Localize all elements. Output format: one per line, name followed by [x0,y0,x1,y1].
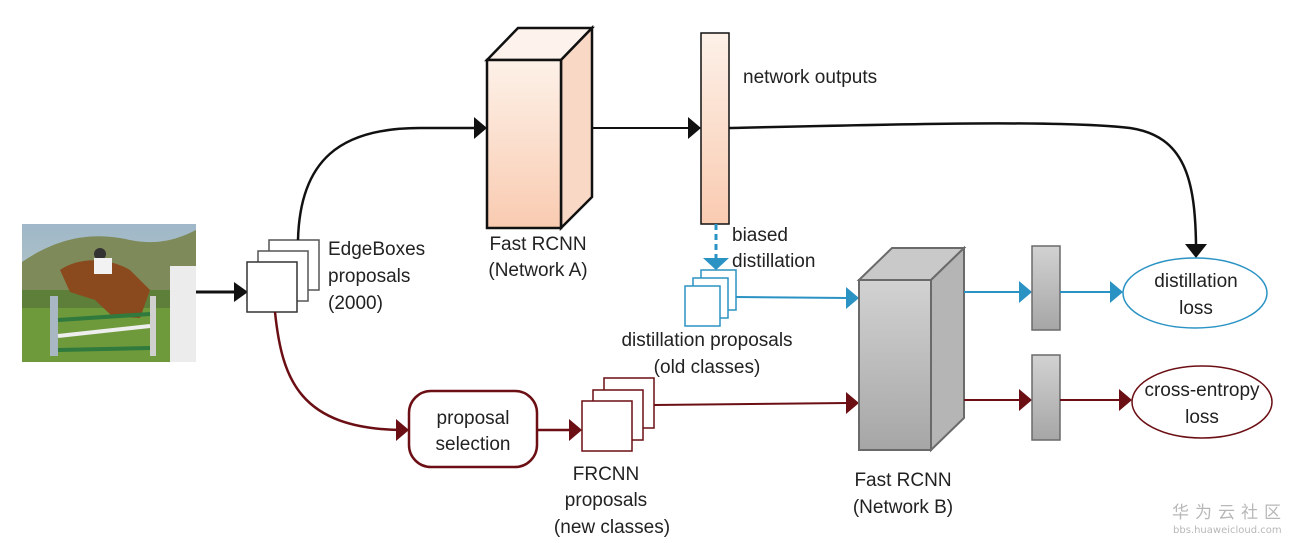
arrowhead-icon [396,419,409,441]
arrowhead-icon [1185,244,1207,258]
proposal-selection-label-line1: proposal [437,408,510,429]
frcnn-proposals-label-line2: proposals [565,490,647,511]
arrowhead-icon [474,117,487,139]
watermark-url: bbs.huaweicloud.com [1173,525,1282,536]
path-distillation-proposals-to-network-b [735,296,849,299]
cross-entropy-loss-label-line2: loss [1185,407,1219,428]
network-a-label-line1: Fast RCNN [489,234,586,255]
biased-distillation-label-line2: distillation [732,251,815,272]
arrowhead-icon [703,258,729,270]
network-b-distill-output-bar [1031,245,1061,331]
network-b-block [856,245,967,453]
distillation-proposals-label-line1: distillation proposals [621,330,792,351]
arrowhead-icon [688,117,701,139]
biased-distillation-label-line1: biased [732,225,788,246]
edgeboxes-label-line2: proposals [328,266,410,287]
arrowhead-icon [569,419,582,441]
cross-entropy-loss-label-line1: cross-entropy [1144,380,1260,401]
edgeboxes-label-line3: (2000) [328,293,383,314]
proposal-selection-label-line2: selection [436,434,511,455]
distillation-proposals-stack [684,269,737,327]
network-b-label-line1: Fast RCNN [854,470,951,491]
path-outputs-to-distillation-loss [728,122,1198,245]
frcnn-proposals-label-line3: (new classes) [554,517,670,538]
path-edgeboxes-to-network-a [296,126,476,241]
network-b-class-output-bar [1031,354,1061,441]
frcnn-proposals-stack [581,377,655,452]
arrowhead-icon [1019,389,1032,411]
arrowhead-icon [846,287,859,309]
network-a-label-line2: (Network A) [488,260,587,281]
arrowhead-icon [1110,281,1123,303]
network-a-block [484,24,595,232]
network-outputs-label: network outputs [743,67,877,88]
distillation-proposals-label-line2: (old classes) [654,357,761,378]
proposal-selection-box [407,389,539,469]
edgeboxes-label-line1: EdgeBoxes [328,239,425,260]
arrowhead-icon [234,282,248,302]
path-frcnn-proposals-to-network-b [653,402,849,406]
distillation-loss-node [1122,257,1268,329]
input-image [22,224,196,362]
network-b-label-line2: (Network B) [853,497,953,518]
path-edgeboxes-to-proposal-selection [273,311,401,432]
distillation-loss-label-line1: distillation [1154,271,1237,292]
watermark-title: 华为云社区 [1172,503,1287,523]
network-a-outputs-bar [700,32,730,225]
edgeboxes-proposals-stack [246,239,320,313]
arrowhead-icon [1019,281,1032,303]
frcnn-proposals-label-line1: FRCNN [573,464,640,485]
arrowhead-icon [846,392,859,414]
distillation-loss-label-line2: loss [1179,298,1213,319]
arrowhead-icon [1119,389,1132,411]
cross-entropy-loss-node [1131,365,1273,439]
